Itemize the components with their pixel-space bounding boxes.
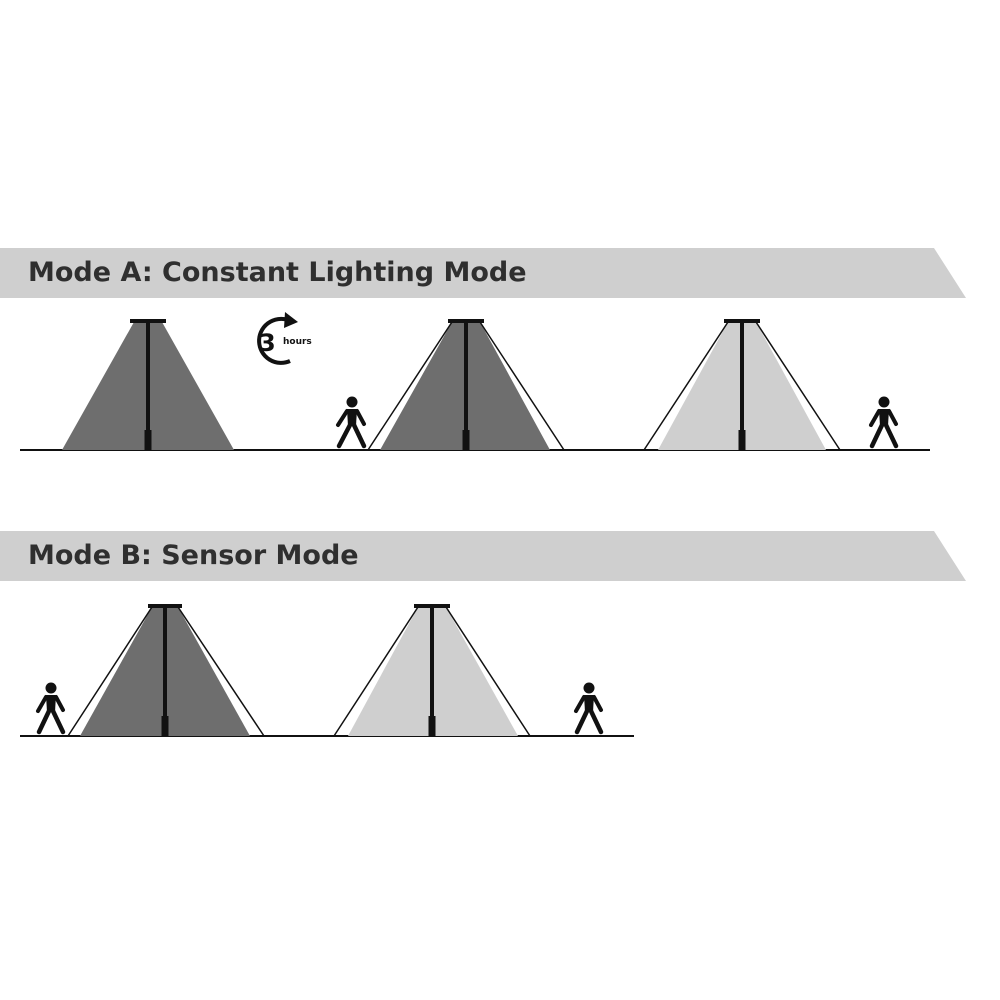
mode-b-banner: Mode B: Sensor Mode: [0, 531, 966, 581]
lamp-pole-base: [738, 430, 746, 450]
mode-b-title: Mode B: Sensor Mode: [28, 540, 359, 571]
lamp-head: [414, 604, 450, 608]
mode-b-scene: [20, 604, 634, 737]
light-outline: [445, 606, 531, 737]
light-outline: [67, 606, 153, 737]
lamp-pole-base: [462, 430, 470, 450]
pedestrian-icon: [36, 682, 66, 735]
lamp-pole: [430, 607, 434, 736]
lamp-pole-base: [428, 716, 436, 736]
lamp-pole: [740, 322, 744, 450]
light-outline: [643, 321, 729, 451]
mode-b-lamp-2: [333, 604, 531, 737]
light-outline: [367, 321, 453, 451]
timer-icon: 3 hours: [257, 312, 312, 365]
mode-a-lamp-1: [62, 319, 234, 450]
timer-arrowhead: [284, 312, 298, 328]
pedestrian-icon: [336, 396, 367, 449]
lamp-pole-base: [144, 430, 152, 450]
timer-unit: hours: [283, 337, 312, 347]
pedestrian-icon: [574, 682, 604, 735]
lamp-pole: [464, 322, 468, 450]
mode-a-lamp-2: [367, 319, 565, 451]
mode-a-banner: Mode A: Constant Lighting Mode: [0, 248, 966, 298]
lamp-pole: [146, 322, 150, 450]
lamp-head: [130, 319, 166, 323]
lamp-head: [724, 319, 760, 323]
timer-number: 3: [259, 329, 276, 357]
light-outline: [333, 606, 419, 737]
lamp-head: [448, 319, 484, 323]
mode-b-lamp-1: [67, 604, 265, 737]
mode-a-lamp-3: [643, 319, 841, 451]
mode-a-scene: 3 hours: [20, 312, 930, 451]
mode-a-title: Mode A: Constant Lighting Mode: [28, 257, 527, 288]
lamp-pole: [163, 607, 167, 736]
timer-arrow-arc: [257, 316, 291, 365]
light-outline: [755, 321, 841, 451]
light-outline: [479, 321, 565, 451]
lamp-pole-base: [161, 716, 169, 736]
pedestrian-icon: [869, 396, 899, 449]
light-outline: [177, 606, 265, 737]
lamp-head: [148, 604, 182, 608]
